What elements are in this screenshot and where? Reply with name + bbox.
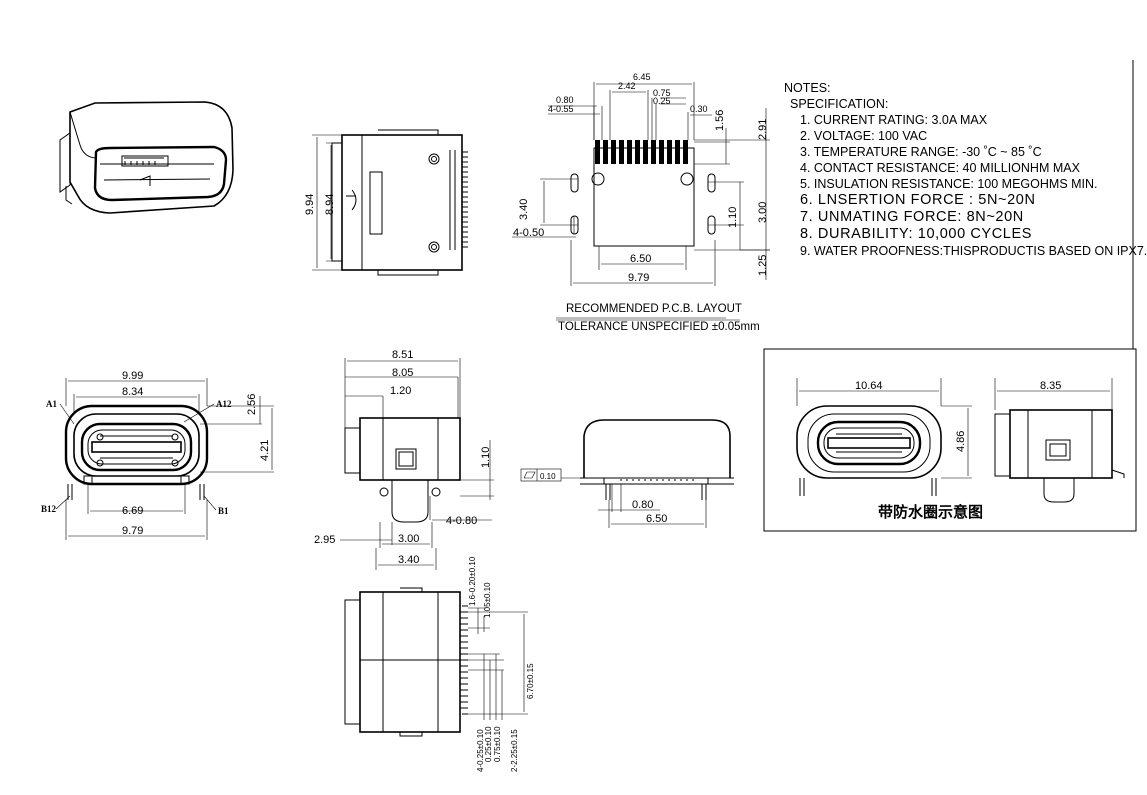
rear-view: 0.10 0.80 6.50 xyxy=(520,419,734,528)
pin-label-b12: B12 xyxy=(41,504,57,514)
dim-1-20: 1.20 xyxy=(390,385,411,397)
dim-6-50: 6.50 xyxy=(630,253,651,265)
tolerance-note: TOLERANCE UNSPECIFIED ±0.05mm xyxy=(558,321,760,333)
dim-2-56: 2.56 xyxy=(246,394,258,415)
bottom-tol-5: 0.25±0.10 xyxy=(484,726,493,762)
dim-1-10: 1.10 xyxy=(727,207,739,228)
side-view: 8.51 8.05 1.20 1.10 4-0.80 2.95 3.00 3.4… xyxy=(314,349,494,570)
dim-9-79: 9.79 xyxy=(628,272,649,284)
isometric-view xyxy=(59,101,234,214)
dim-9-94: 9.94 xyxy=(304,194,316,215)
note-item: 8. DURABILITY: 10,000 CYCLES xyxy=(800,226,1032,242)
dim-2-91: 2.91 xyxy=(757,119,769,140)
note-item: 5. INSULATION RESISTANCE: 100 MEGOHMS MI… xyxy=(800,177,1098,191)
dim-6-45: 6.45 xyxy=(633,72,651,82)
waterproof-panel: 10.64 8.35 4.86 xyxy=(763,348,1137,532)
pcb-layout-title: RECOMMENDED P.C.B. LAYOUT xyxy=(566,303,742,315)
dim-1-10-side: 1.10 xyxy=(480,447,492,468)
dim-3-40-side: 3.40 xyxy=(398,554,419,566)
dim-4-86: 4.86 xyxy=(955,431,967,452)
dim-9-99: 9.99 xyxy=(122,370,143,382)
bottom-tol-1: 1.6-0.20±0.10 xyxy=(468,556,477,606)
dim-1-56: 1.56 xyxy=(714,110,726,131)
bottom-tol-4: 4-0.25±0.10 xyxy=(476,729,485,772)
dim-8-34: 8.34 xyxy=(122,386,143,398)
dim-2-95: 2.95 xyxy=(314,534,335,546)
dim-3-00: 3.00 xyxy=(757,202,769,223)
top-view: 9.94 8.94 xyxy=(304,129,468,276)
dim-8-35: 8.35 xyxy=(1040,380,1061,392)
specification-heading: SPECIFICATION: xyxy=(790,97,889,111)
dim-8-94: 8.94 xyxy=(324,194,336,215)
dim-0-80: 0.80 xyxy=(556,95,574,105)
front-view: 9.99 8.34 2.56 4.21 6.69 9.79 A1 A12 B12… xyxy=(41,370,274,540)
bottom-view: 1.6-0.20±0.10 1.05±0.10 6.70±0.15 4-0.25… xyxy=(344,556,535,772)
dim-6-69: 6.69 xyxy=(122,505,143,517)
bottom-tol-6: 0.75±0.10 xyxy=(493,726,502,762)
dim-4-0-80: 4-0.80 xyxy=(446,515,477,527)
note-item: 1. CURRENT RATING: 3.0A MAX xyxy=(800,113,988,127)
pin-label-a1: A1 xyxy=(46,399,57,409)
dim-6-50-rear: 6.50 xyxy=(646,513,667,525)
bottom-tol-2: 1.05±0.10 xyxy=(483,582,492,618)
dim-0-25: 0.25 xyxy=(653,96,671,106)
pin-label-a12: A12 xyxy=(216,399,232,409)
note-item: 6. LNSERTION FORCE : 5N~20N xyxy=(800,192,1036,208)
pin-row-right xyxy=(449,150,468,250)
dim-4-21: 4.21 xyxy=(259,440,271,461)
pin-label-b1: B1 xyxy=(218,506,229,516)
bottom-tol-7: 2-2.25±0.15 xyxy=(510,729,519,772)
dim-2-42: 2.42 xyxy=(618,81,636,91)
dim-0-30: 0.30 xyxy=(690,104,708,114)
dim-9-79-front: 9.79 xyxy=(122,525,143,537)
dim-8-51: 8.51 xyxy=(392,349,413,361)
notes-block: NOTES: SPECIFICATION: 1. CURRENT RATING:… xyxy=(784,80,1147,259)
dim-3-40: 3.40 xyxy=(518,199,530,220)
note-item: 7. UNMATING FORCE: 8N~20N xyxy=(800,209,1024,225)
waterproof-caption: 带防水圈示意图 xyxy=(878,503,984,521)
note-item: 4. CONTACT RESISTANCE: 40 MILLIONHM MAX xyxy=(800,161,1080,175)
note-item: 2. VOLTAGE: 100 VAC xyxy=(800,129,928,143)
dim-0-75: 0.75 xyxy=(653,88,671,98)
note-item: 9. WATER PROOFNESS:THISPRODUCTIS BASED O… xyxy=(800,244,1147,258)
dim-3-00-side: 3.00 xyxy=(398,533,419,545)
flatness-tolerance: 0.10 xyxy=(540,472,556,481)
dim-4-0-50: 4-0.50 xyxy=(513,227,544,239)
dim-10-64: 10.64 xyxy=(855,380,883,392)
bottom-pin-row xyxy=(460,605,468,715)
pcb-pads xyxy=(595,140,688,164)
notes-title: NOTES: xyxy=(784,81,831,95)
note-item: 3. TEMPERATURE RANGE: -30 ˚C ~ 85 ˚C xyxy=(800,145,1042,159)
dim-1-25: 1.25 xyxy=(757,255,769,276)
dim-8-05: 8.05 xyxy=(392,367,413,379)
bottom-tol-3: 6.70±0.15 xyxy=(526,663,535,699)
dim-0-80-rear: 0.80 xyxy=(632,499,653,511)
pcb-layout: 6.45 2.42 0.75 0.25 0.80 4-0.55 0.30 1.5… xyxy=(512,72,770,321)
dim-4-0-55: 4-0.55 xyxy=(548,104,574,114)
